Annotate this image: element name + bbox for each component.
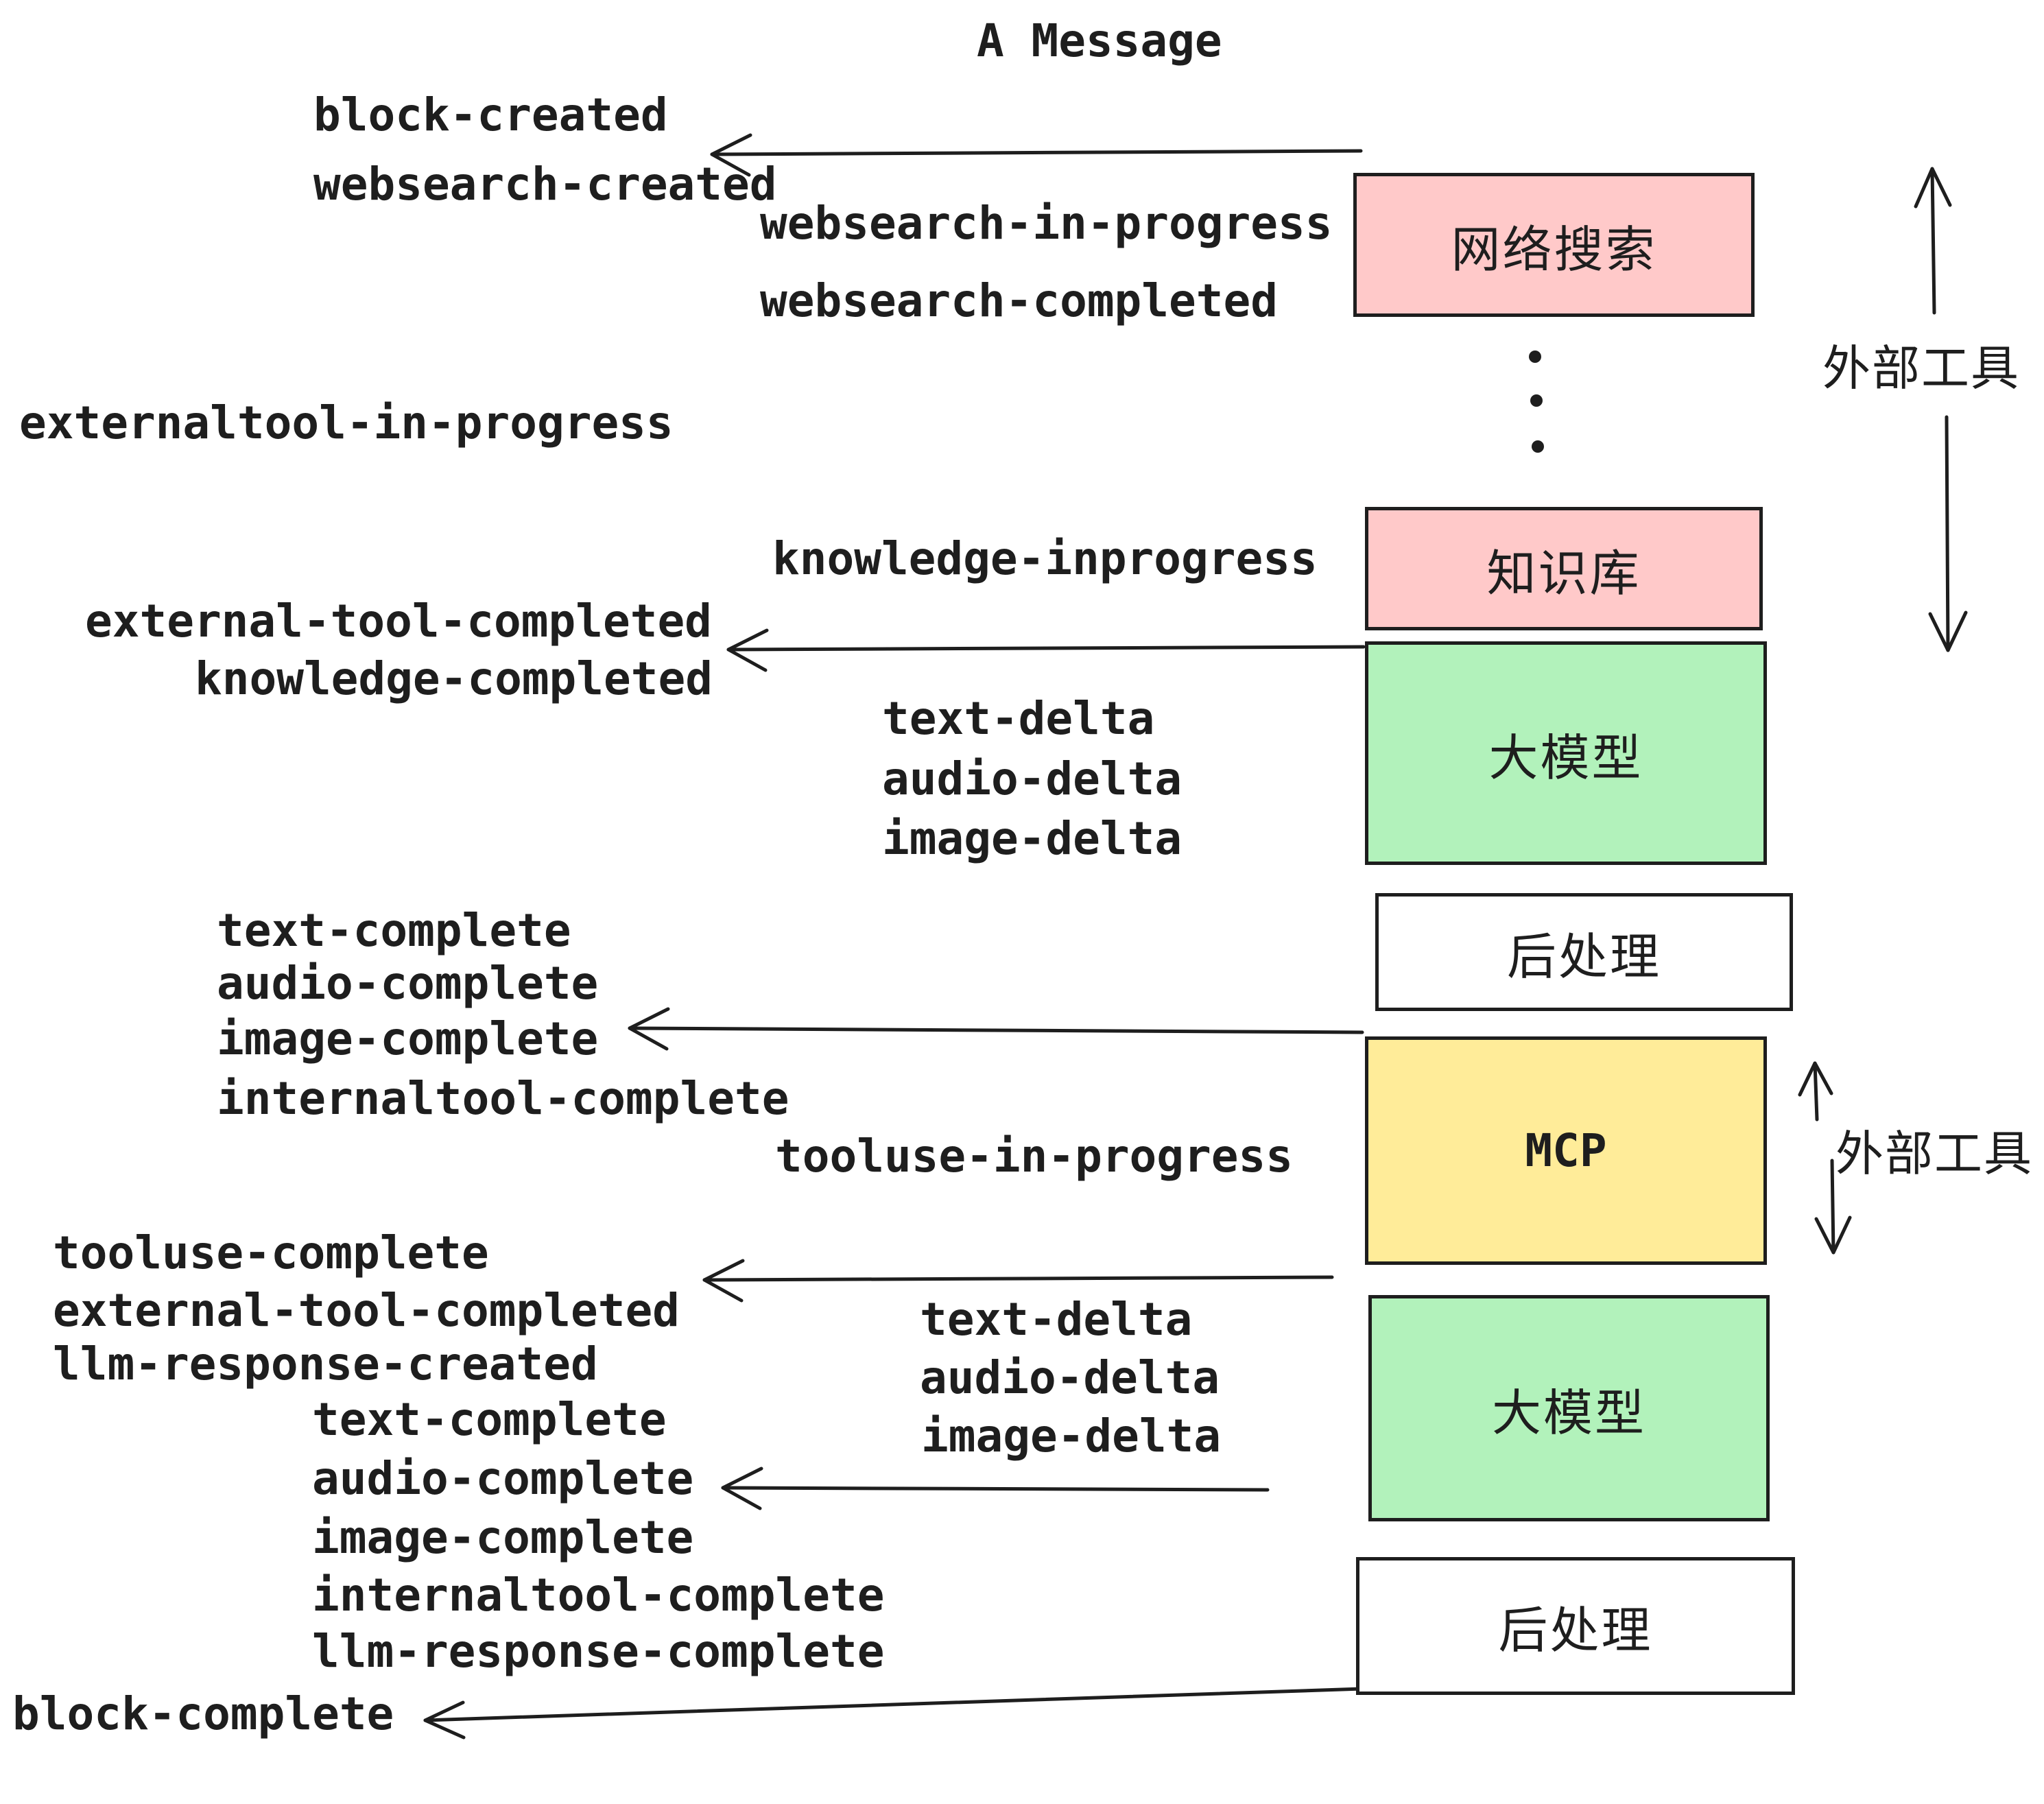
event-label-block-created: block-created bbox=[313, 88, 668, 141]
event-label-image-delta-2: image-delta bbox=[921, 1410, 1222, 1462]
box-llm-1-label: 大模型 bbox=[1488, 728, 1643, 787]
event-label-audio-complete-2: audio-complete bbox=[312, 1452, 694, 1505]
box-post-process-1-label: 后处理 bbox=[1506, 927, 1661, 986]
event-label-external-tool-completed-2: external-tool-completed bbox=[53, 1284, 680, 1337]
event-label-block-complete: block-complete bbox=[12, 1687, 394, 1740]
event-label-image-delta: image-delta bbox=[882, 812, 1183, 865]
arrow-external-tools-down-1 bbox=[1928, 415, 1968, 652]
event-label-websearch-in-progress: websearch-in-progress bbox=[760, 197, 1333, 250]
arrow-audio-complete bbox=[721, 1467, 1270, 1510]
side-label-external-tools-1: 外部工具 bbox=[1822, 340, 2020, 396]
event-label-internaltool-complete: internaltool-complete bbox=[217, 1072, 789, 1125]
box-llm-2: 大模型 bbox=[1368, 1295, 1770, 1521]
event-label-externaltool-in-progress: externaltool-in-progress bbox=[19, 396, 674, 449]
box-mcp: MCP bbox=[1365, 1036, 1767, 1265]
event-label-text-complete: text-complete bbox=[217, 904, 571, 957]
event-label-knowledge-completed: knowledge-completed bbox=[195, 652, 713, 705]
arrow-knowledge-completed bbox=[726, 628, 1366, 672]
box-llm-2-label: 大模型 bbox=[1491, 1384, 1646, 1442]
event-label-audio-complete: audio-complete bbox=[217, 957, 599, 1010]
arrow-external-tools-down-2 bbox=[1814, 1159, 1852, 1255]
arrow-block-complete bbox=[423, 1687, 1364, 1740]
event-label-llm-response-created: llm-response-created bbox=[53, 1338, 598, 1390]
event-label-external-tool-completed: external-tool-completed bbox=[85, 595, 712, 648]
event-label-image-complete-2: image-complete bbox=[312, 1511, 694, 1564]
event-label-knowledge-inprogress: knowledge-inprogress bbox=[772, 532, 1318, 585]
box-post-process-1: 后处理 bbox=[1375, 893, 1793, 1011]
event-label-text-complete-2: text-complete bbox=[312, 1393, 667, 1446]
box-post-process-2: 后处理 bbox=[1356, 1557, 1795, 1695]
event-label-tooluse-in-progress: tooluse-in-progress bbox=[775, 1130, 1293, 1183]
box-knowledge-base: 知识库 bbox=[1365, 507, 1763, 630]
event-label-llm-response-complete: llm-response-complete bbox=[312, 1625, 885, 1678]
event-label-websearch-completed: websearch-completed bbox=[760, 274, 1278, 327]
box-mcp-label: MCP bbox=[1525, 1124, 1607, 1177]
event-label-websearch-created: websearch-created bbox=[313, 158, 777, 211]
page-title: A Message bbox=[977, 14, 1222, 67]
event-label-text-delta: text-delta bbox=[882, 692, 1155, 745]
event-label-audio-delta-2: audio-delta bbox=[920, 1351, 1220, 1404]
event-label-text-delta-2: text-delta bbox=[920, 1293, 1193, 1346]
event-label-internaltool-complete-2: internaltool-complete bbox=[312, 1569, 885, 1622]
box-post-process-2-label: 后处理 bbox=[1498, 1602, 1653, 1659]
arrow-external-tools-up-1 bbox=[1914, 167, 1952, 315]
arrow-external-tools-up-2 bbox=[1798, 1061, 1833, 1121]
event-label-tooluse-complete: tooluse-complete bbox=[53, 1226, 489, 1279]
box-websearch-label: 网络搜索 bbox=[1451, 220, 1657, 278]
event-label-audio-delta: audio-delta bbox=[882, 752, 1183, 805]
vertical-ellipsis-icon bbox=[1529, 351, 1544, 453]
arrow-image-complete bbox=[628, 1007, 1364, 1051]
side-label-external-tools-2: 外部工具 bbox=[1835, 1126, 2033, 1182]
arrow-tooluse-complete bbox=[702, 1259, 1334, 1303]
event-label-image-complete: image-complete bbox=[217, 1012, 599, 1065]
box-knowledge-base-label: 知识库 bbox=[1486, 544, 1641, 602]
box-websearch: 网络搜索 bbox=[1353, 173, 1755, 317]
arrow-block-created bbox=[710, 133, 1363, 177]
box-llm-1: 大模型 bbox=[1365, 641, 1767, 865]
